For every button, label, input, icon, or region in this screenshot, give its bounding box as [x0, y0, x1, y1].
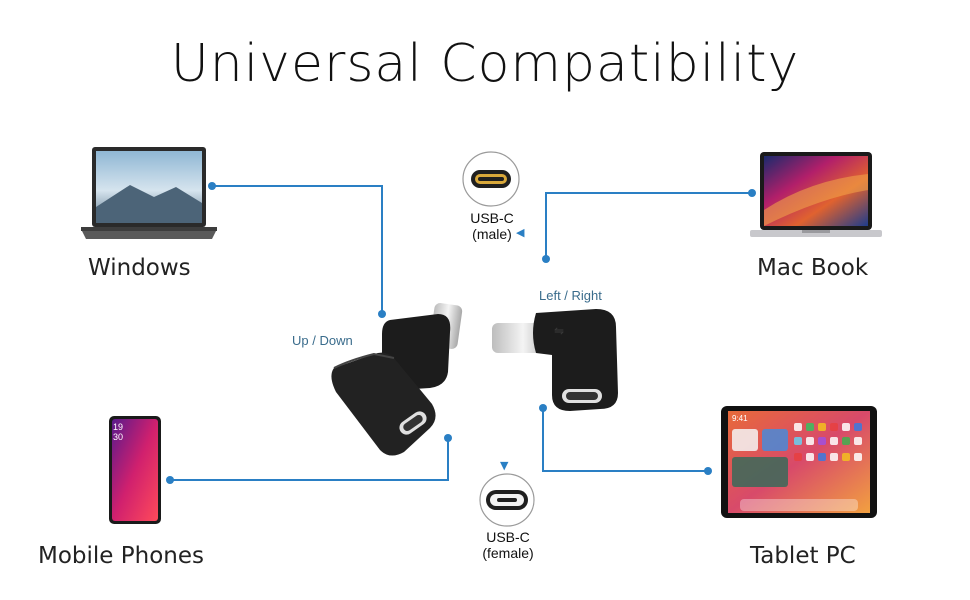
usb-c-female-subtitle: (female)	[482, 545, 534, 561]
phone-clock: 19 30	[113, 422, 123, 442]
windows-label: Windows	[88, 255, 191, 281]
macbook-label: Mac Book	[757, 255, 869, 281]
left-right-label: Left / Right	[539, 288, 602, 303]
usb-c-male-title: USB-C	[470, 210, 514, 226]
left-right-adapter-image: ⇋	[492, 309, 618, 411]
usb-c-male-label: USB-C (male)	[460, 210, 524, 242]
tablet-clock: 9:41	[732, 414, 748, 423]
mobile-phone-image	[109, 416, 161, 524]
phone-clock-hour: 19	[113, 422, 124, 432]
tablet-pc-label: Tablet PC	[750, 543, 856, 569]
up-down-adapter-image	[331, 303, 463, 456]
up-down-label: Up / Down	[292, 333, 353, 348]
usb-c-male-icon	[462, 151, 520, 207]
tablet-image	[721, 406, 877, 518]
usb-c-female-icon	[479, 473, 535, 527]
usb-c-female-title: USB-C	[486, 529, 530, 545]
mobile-phones-label: Mobile Phones	[38, 543, 204, 569]
arrow-left-icon: ◀	[516, 226, 525, 239]
windows-laptop-image	[81, 147, 217, 239]
usb-c-female-label: USB-C (female)	[470, 529, 546, 561]
svg-text:⇋: ⇋	[554, 324, 564, 338]
page-title: Universal Compatibility	[170, 34, 800, 94]
phone-clock-minute: 30	[113, 432, 124, 442]
arrow-down-icon: ▼	[500, 459, 509, 472]
usb-c-male-subtitle: (male)	[472, 226, 512, 242]
macbook-image	[750, 152, 882, 237]
